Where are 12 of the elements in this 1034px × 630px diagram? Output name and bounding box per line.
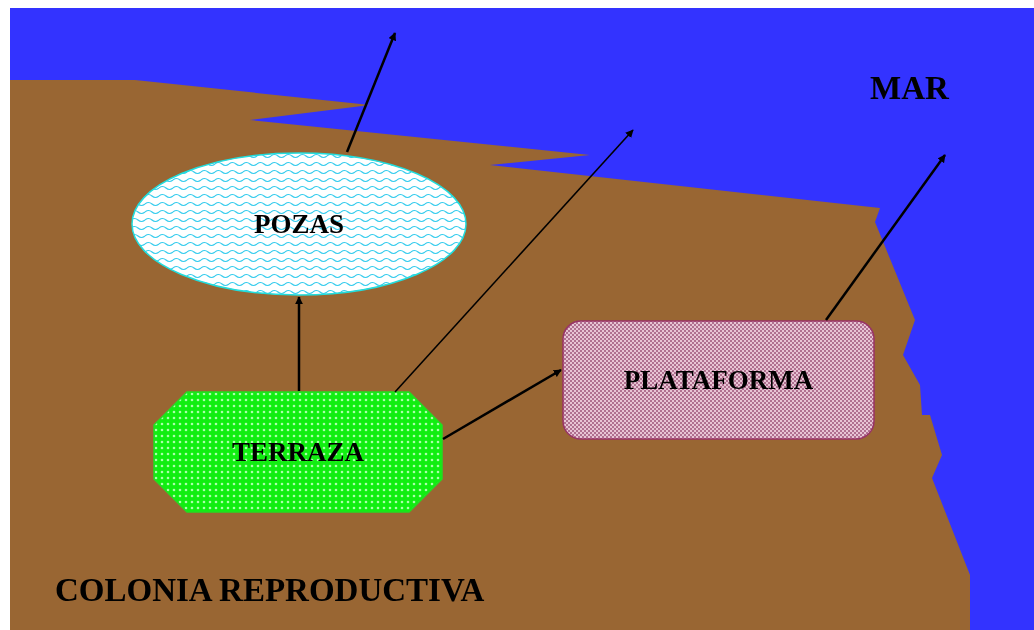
region-label: COLONIA REPRODUCTIVA (55, 572, 485, 609)
platform-box (562, 320, 875, 440)
sea-label: MAR (870, 70, 949, 107)
pool-ellipse (131, 152, 467, 296)
arrow (345, 32, 397, 153)
arrow (442, 368, 562, 441)
arrow (394, 129, 634, 393)
arrow (295, 296, 303, 391)
terrace-octagon (153, 391, 443, 513)
node-label: TERRAZA (232, 436, 364, 468)
node-label: PLATAFORMA (623, 364, 814, 396)
arrow (825, 154, 946, 321)
